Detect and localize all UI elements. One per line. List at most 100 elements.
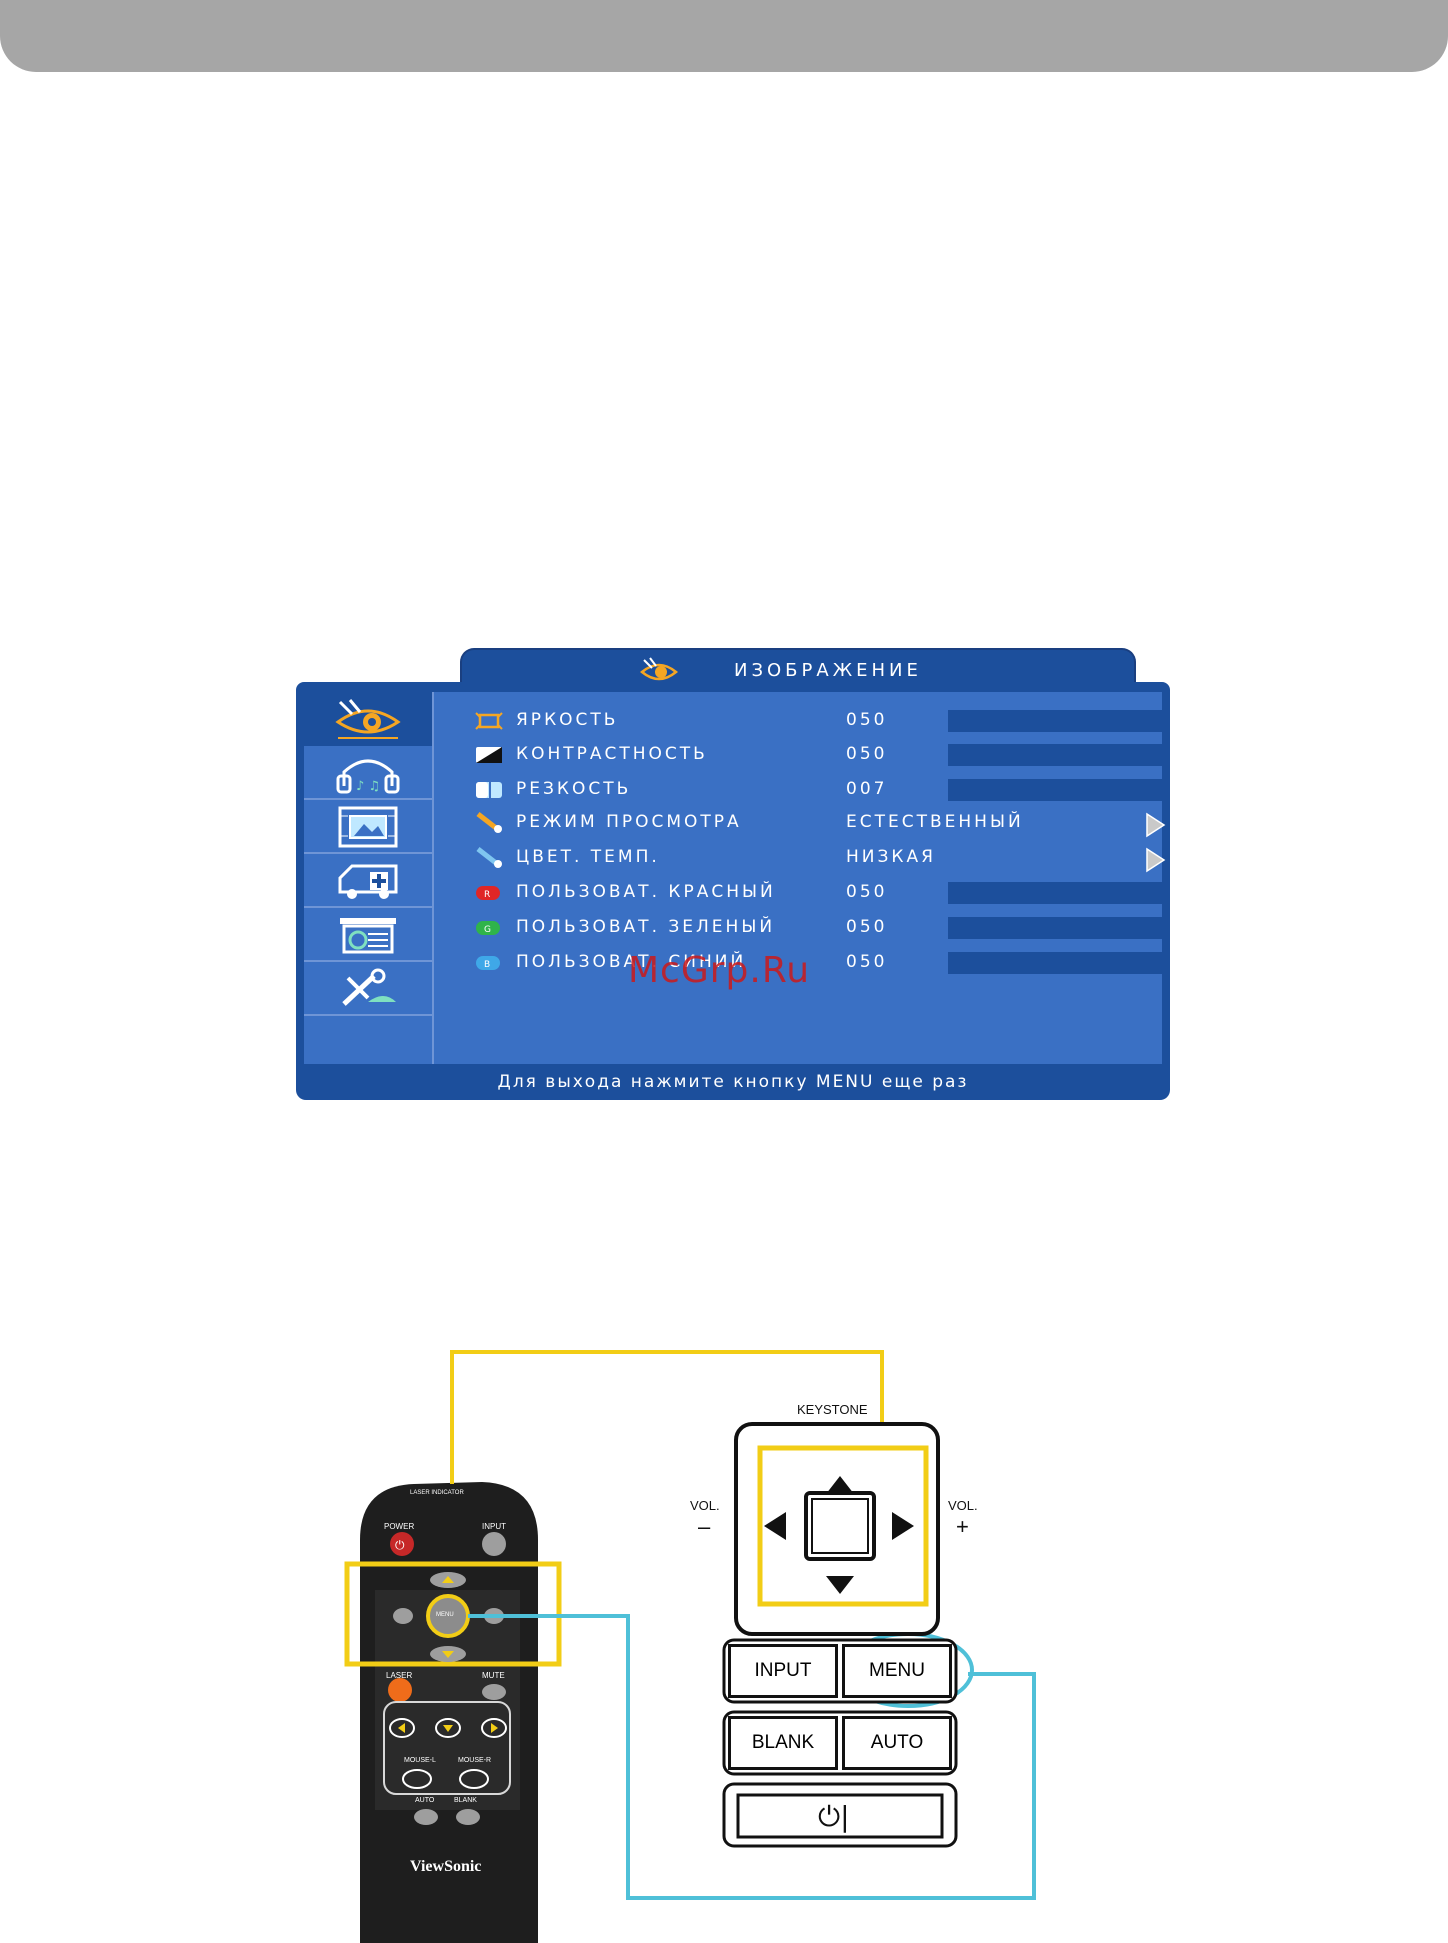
brand-logo: ViewSonic xyxy=(410,1858,482,1875)
mute-label: MUTE xyxy=(482,1671,505,1680)
osd-row-user-blue[interactable]: B ПОЛЬЗОВАТ. СИНИЙ 050 xyxy=(474,950,1168,976)
osd-row-contrast[interactable]: КОНТРАСТНОСТЬ 050 xyxy=(474,742,1168,768)
sidebar-item-setup[interactable] xyxy=(304,854,432,908)
down-arrow-icon xyxy=(826,1576,854,1594)
value-slider[interactable] xyxy=(948,882,1168,904)
osd-row-value: 050 xyxy=(846,917,888,937)
osd-row-value: 007 xyxy=(846,779,888,799)
osd-row-label: РЕЖИМ ПРОСМОТРА xyxy=(516,812,742,832)
submenu-arrow-icon[interactable] xyxy=(1144,812,1166,838)
svg-text:B: B xyxy=(484,960,490,970)
panel-auto-button[interactable]: AUTO xyxy=(842,1716,952,1770)
svg-text:♪ ♫: ♪ ♫ xyxy=(356,779,380,794)
contrast-icon xyxy=(476,747,502,763)
osd-row-value: 050 xyxy=(846,952,888,972)
value-slider[interactable] xyxy=(948,710,1168,732)
menu-label: MENU xyxy=(436,1612,454,1618)
osd-row-user-green[interactable]: G ПОЛЬЗОВАТ. ЗЕЛЕНЫЙ 050 xyxy=(474,915,1168,941)
laser-label: LASER xyxy=(386,1671,413,1680)
osd-title: ИЗОБРАЖЕНИЕ xyxy=(734,660,922,681)
picture-icon xyxy=(335,699,401,739)
vol-plus-sign: + xyxy=(956,1514,969,1539)
osd-row-view-mode[interactable]: РЕЖИМ ПРОСМОТРА ЕСТЕСТВЕННЫЙ xyxy=(474,810,1166,838)
osd-menu: ♪ ♫ xyxy=(296,682,1170,1064)
picture-eye-icon xyxy=(640,657,678,681)
sidebar-item-advanced[interactable] xyxy=(304,908,432,962)
left-arrow-icon xyxy=(764,1512,786,1540)
panel-menu-button[interactable]: MENU xyxy=(842,1644,952,1698)
left-button xyxy=(393,1608,413,1624)
sidebar-item-audio[interactable]: ♪ ♫ xyxy=(304,746,432,800)
up-arrow-icon xyxy=(826,1476,854,1494)
svg-text:G: G xyxy=(484,925,491,935)
center-button xyxy=(804,1491,876,1561)
keystone-label: KEYSTONE xyxy=(797,1402,868,1417)
auto-label: AUTO xyxy=(415,1797,435,1804)
tools-icon xyxy=(342,968,396,1006)
mouse-r-label: MOUSE-R xyxy=(458,1757,492,1764)
audio-icon: ♪ ♫ xyxy=(336,759,400,794)
input-button xyxy=(482,1532,506,1556)
mute-button xyxy=(482,1684,506,1700)
osd-row-user-red[interactable]: R ПОЛЬЗОВАТ. КРАСНЫЙ 050 xyxy=(474,880,1168,906)
down-button xyxy=(430,1646,466,1662)
sidebar-item-display[interactable] xyxy=(304,800,432,854)
highlight-line-yellow xyxy=(450,1350,884,1484)
osd-row-label: ЯРКОСТЬ xyxy=(516,710,619,730)
value-slider[interactable] xyxy=(948,744,1168,766)
osd-row-label: КОНТРАСТНОСТЬ xyxy=(516,744,708,764)
power-label: POWER xyxy=(384,1522,415,1531)
power-symbol: ⏻| xyxy=(818,1800,850,1833)
value-slider[interactable] xyxy=(948,917,1168,939)
mouse-l-label: MOUSE-L xyxy=(404,1757,436,1764)
submenu-arrow-icon[interactable] xyxy=(1144,847,1166,873)
osd-row-label: ЦВЕТ. ТЕМП. xyxy=(516,847,660,867)
red-icon: R xyxy=(476,886,500,900)
osd-row-label: ПОЛЬЗОВАТ. ЗЕЛЕНЫЙ xyxy=(516,917,776,937)
osd-footer-hint: Для выхода нажмите кнопку MENU еще раз xyxy=(296,1064,1170,1100)
keystone-pad xyxy=(734,1422,940,1636)
osd-row-value: ЕСТЕСТВЕННЫЙ xyxy=(846,812,1024,832)
header-bar xyxy=(0,0,1448,72)
osd-row-label: ПОЛЬЗОВАТ. КРАСНЫЙ xyxy=(516,882,776,902)
osd-row-label: ПОЛЬЗОВАТ. СИНИЙ xyxy=(516,952,747,972)
laser-indicator-label: LASER INDICATOR xyxy=(410,1490,464,1496)
osd-row-color-temp[interactable]: ЦВЕТ. ТЕМП. НИЗКАЯ xyxy=(474,845,1166,873)
power-button xyxy=(390,1532,414,1556)
sidebar-item-tools[interactable] xyxy=(304,962,432,1016)
advanced-icon xyxy=(340,918,396,954)
laser-button xyxy=(388,1678,412,1702)
sidebar-item-picture[interactable] xyxy=(304,692,432,746)
osd-row-value: 050 xyxy=(846,744,888,764)
panel-nav-highlight xyxy=(757,1445,929,1607)
up-button xyxy=(430,1572,466,1588)
blue-icon: B xyxy=(476,956,500,970)
svg-text:R: R xyxy=(484,890,490,900)
right-button xyxy=(484,1608,504,1624)
green-icon: G xyxy=(476,921,500,935)
panel-input-button[interactable]: INPUT xyxy=(728,1644,838,1698)
input-label: INPUT xyxy=(482,1522,506,1531)
osd-row-value: 050 xyxy=(846,710,888,730)
vol-plus-label: VOL. xyxy=(948,1498,978,1513)
color-temp-icon xyxy=(476,847,502,868)
osd-row-value: НИЗКАЯ xyxy=(846,847,936,867)
watermark: McGrp.Ru xyxy=(628,950,811,991)
osd-row-sharpness[interactable]: РЕЗКОСТЬ 007 xyxy=(474,777,1168,803)
value-slider[interactable] xyxy=(948,779,1168,801)
osd-sidebar: ♪ ♫ xyxy=(304,692,434,1064)
svg-text:⏻: ⏻ xyxy=(395,1538,405,1552)
right-arrow-icon xyxy=(892,1512,914,1540)
brightness-icon xyxy=(475,712,503,730)
panel-blank-button[interactable]: BLANK xyxy=(728,1716,838,1770)
osd-row-brightness[interactable]: ЯРКОСТЬ 050 xyxy=(474,708,1168,734)
value-slider[interactable] xyxy=(948,952,1168,974)
vol-minus-sign: – xyxy=(698,1514,711,1539)
osd-row-value: 050 xyxy=(846,882,888,902)
view-mode-icon xyxy=(476,812,502,833)
display-icon xyxy=(338,806,398,848)
blank-label: BLANK xyxy=(454,1797,477,1804)
vol-minus-label: VOL. xyxy=(690,1498,720,1513)
osd-row-label: РЕЗКОСТЬ xyxy=(516,779,632,799)
sharpness-icon xyxy=(476,782,502,798)
